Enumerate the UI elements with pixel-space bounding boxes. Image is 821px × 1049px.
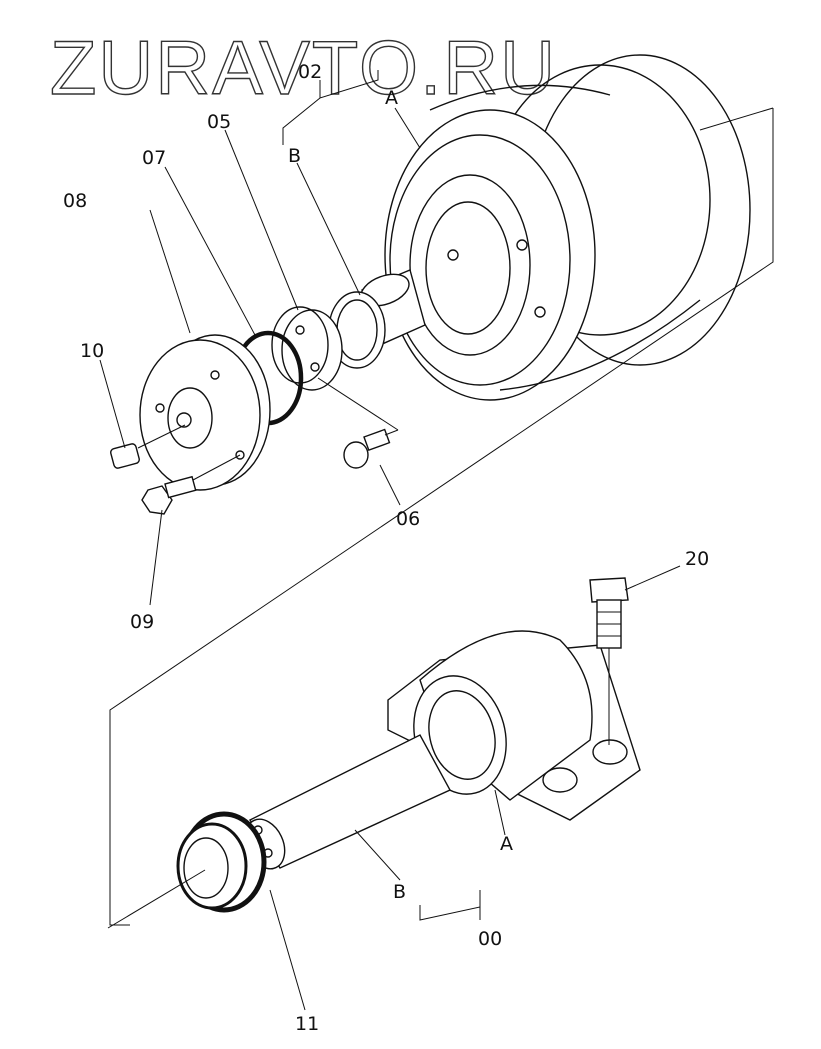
label-part-05: 05 [207, 111, 231, 133]
label-part-07: 07 [142, 147, 166, 169]
watermark-text: ZURAVTO.RU [50, 26, 557, 111]
bracket-housing [387, 630, 641, 821]
label-part-06: 06 [396, 508, 420, 530]
label-part-02: 02 [298, 61, 322, 83]
label-part-11: 11 [295, 1013, 319, 1035]
bolt-06 [317, 377, 399, 469]
cover-08 [139, 334, 271, 491]
label-part-20: 20 [685, 548, 709, 570]
label-b-top: B [288, 145, 301, 167]
label-part-00: 00 [478, 928, 502, 950]
label-part-09: 09 [130, 611, 154, 633]
track-roller [384, 54, 751, 401]
shaft-00 [244, 734, 451, 870]
label-a-bottom: A [500, 833, 513, 855]
label-part-10: 10 [80, 340, 104, 362]
label-a-top: A [385, 87, 398, 109]
set-screw-10 [110, 424, 186, 469]
assembly-boundary-outline [109, 108, 774, 926]
label-part-08: 08 [63, 190, 87, 212]
seal-11 [176, 811, 267, 913]
plate-05 [271, 306, 343, 391]
bolt-20 [589, 577, 629, 745]
bolt-09 [141, 454, 241, 515]
label-b-bottom: B [393, 881, 406, 903]
boundary-top-line [699, 107, 774, 131]
leader-lines [99, 70, 681, 1011]
